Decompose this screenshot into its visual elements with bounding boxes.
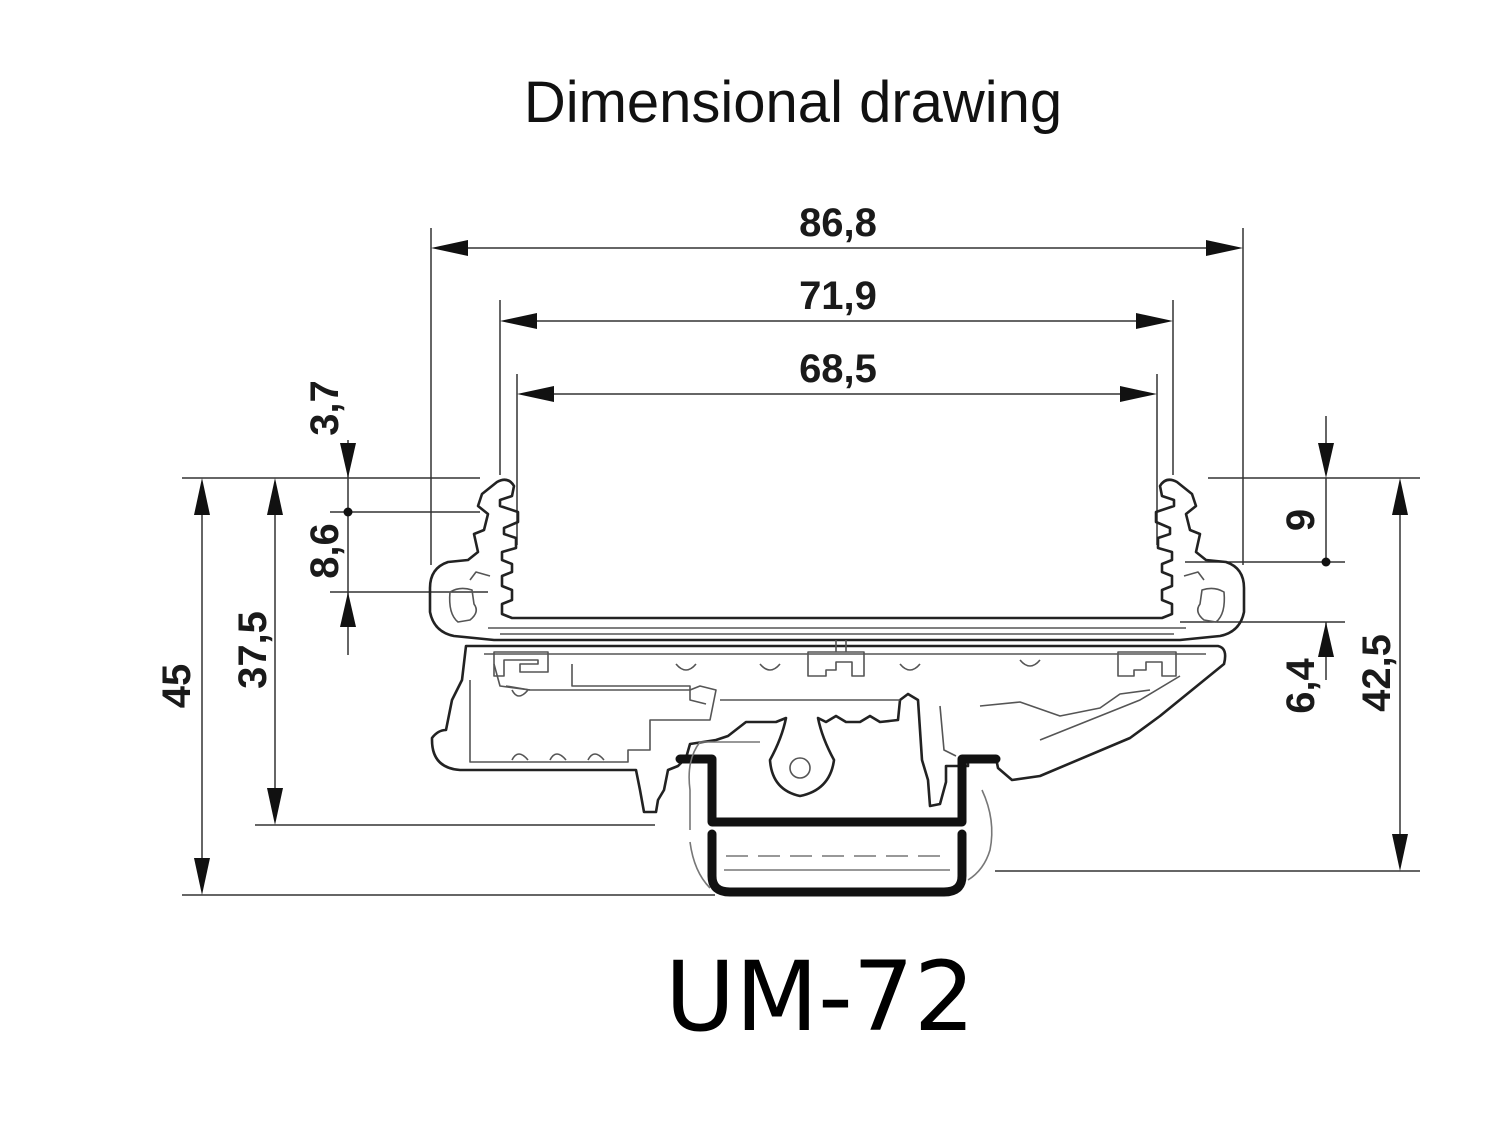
label-top-offset-left: 3,7 (303, 380, 347, 436)
dimension-lip-height-right: 9 (1185, 416, 1420, 567)
label-overall-width: 86,8 (799, 201, 877, 245)
dimension-body-height: 37,5 (231, 478, 655, 826)
label-rail-offset-right: 6,4 (1279, 657, 1323, 713)
dimension-top-offset-left: 3,7 (303, 380, 356, 478)
dimension-total-height: 45 (155, 477, 715, 896)
dimension-inner-width: 68,5 (516, 347, 1158, 545)
dimension-height-right: 42,5 (995, 478, 1420, 872)
label-mid-width: 71,9 (799, 274, 877, 318)
dimension-overall-width: 86,8 (430, 201, 1244, 565)
profile-part (428, 478, 1246, 814)
label-height-right: 42,5 (1355, 634, 1399, 712)
dimension-mid-width: 71,9 (499, 274, 1174, 475)
label-total-height: 45 (155, 664, 199, 709)
model-label: UM-72 (665, 941, 975, 1053)
label-lip-height-left: 8,6 (303, 523, 347, 579)
label-inner-width: 68,5 (799, 347, 877, 391)
din-rail (675, 741, 1001, 897)
dimension-rail-offset-right: 6,4 (1180, 621, 1345, 714)
label-body-height: 37,5 (231, 611, 275, 689)
dimension-lip-height-left: 8,6 (303, 478, 488, 655)
drawing-title: Dimensional drawing (524, 70, 1062, 135)
label-lip-height-right: 9 (1279, 509, 1323, 531)
